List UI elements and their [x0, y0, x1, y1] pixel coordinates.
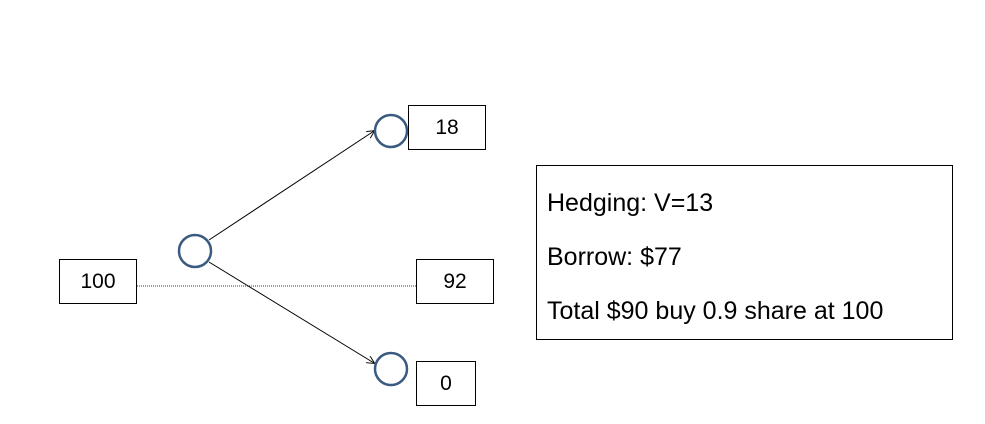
down-branch-arrow: [208, 261, 374, 363]
hedging-line: Hedging: V=13: [547, 189, 714, 217]
middle-value-box: 92: [416, 259, 494, 304]
total-line: Total $90 buy 0.9 share at 100: [547, 297, 884, 325]
borrow-line: Borrow: $77: [547, 243, 682, 271]
down-node-circle: [373, 351, 409, 387]
up-branch-arrow: [208, 131, 374, 241]
up-node-circle: [373, 113, 409, 149]
hedging-info-box: Hedging: V=13 Borrow: $77 Total $90 buy …: [536, 165, 953, 340]
up-value-box: 18: [408, 105, 486, 150]
root-node-circle: [177, 233, 213, 269]
start-value-box: 100: [59, 259, 137, 304]
down-value-box: 0: [416, 361, 476, 406]
